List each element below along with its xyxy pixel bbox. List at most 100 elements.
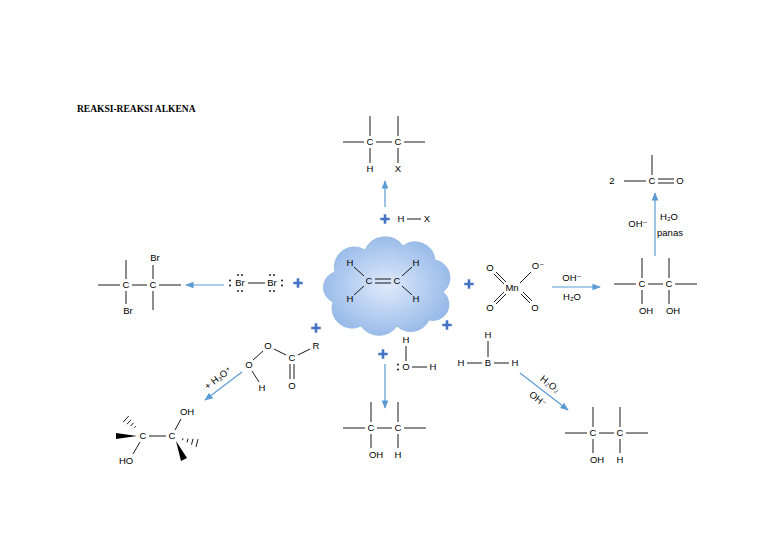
- chem-label: OH⁻: [628, 219, 647, 229]
- chemical-bond: [294, 364, 295, 379]
- chem-label: O⁻: [532, 261, 544, 271]
- chemical-bond: [248, 283, 265, 284]
- chemical-bond: [642, 290, 643, 304]
- chemical-bond: [669, 290, 670, 304]
- chemical-bond: [398, 434, 399, 448]
- cloud-outline: [313, 230, 457, 338]
- chemical-bond: [182, 438, 184, 440]
- wedge-bond: [116, 433, 137, 439]
- chemical-bond: [402, 267, 412, 276]
- chem-label: HO: [119, 456, 133, 466]
- chemical-bond: [370, 116, 371, 136]
- chemical-bond: [494, 363, 509, 364]
- chem-label: H: [367, 164, 374, 174]
- chem-label: C: [666, 279, 673, 289]
- alkene-cloud: HHCCHH: [313, 230, 457, 338]
- chem-label: H: [403, 335, 410, 345]
- lone-pair-dot: [237, 274, 239, 276]
- chem-label: O: [402, 362, 409, 372]
- chemical-bond: [375, 279, 391, 280]
- chem-label: C: [649, 176, 656, 186]
- chemical-bond: [624, 181, 646, 182]
- plus-sign: [293, 214, 474, 359]
- reaction-arrow: [384, 364, 385, 408]
- chemical-bond: [377, 428, 392, 429]
- chemical-bond: [175, 419, 181, 430]
- chem-label: H: [259, 383, 266, 393]
- lone-pair-dot: [397, 369, 399, 371]
- atom-label: C: [366, 276, 373, 286]
- chemical-bond: [467, 363, 482, 364]
- lone-pair-dot: [269, 290, 271, 292]
- atom-label: H: [347, 294, 354, 304]
- chem-label: C: [368, 423, 375, 433]
- lone-pair-dot: [273, 290, 275, 292]
- chem-label: C: [123, 280, 130, 290]
- chemical-bond: [126, 291, 127, 304]
- chem-label: C: [395, 137, 402, 147]
- chemical-bond: [131, 423, 134, 426]
- chem-label: H: [395, 450, 402, 460]
- chemical-bond: [149, 436, 166, 437]
- chem-label: H: [398, 214, 405, 224]
- plus-sign: [464, 279, 474, 289]
- lone-pair-dot: [281, 280, 283, 282]
- chemical-bond: [398, 402, 399, 422]
- chemical-bond: [398, 148, 399, 163]
- chem-label: C: [367, 137, 374, 147]
- chem-label: X: [395, 164, 401, 174]
- lone-pair-dot: [241, 290, 243, 292]
- chem-label: H: [512, 358, 519, 368]
- chemical-bond: [593, 407, 594, 427]
- chem-label: O: [288, 381, 295, 391]
- chem-label: H₂O₂: [539, 373, 562, 394]
- chem-label: + H₃O⁺: [202, 365, 233, 391]
- chemical-bond: [404, 428, 426, 429]
- chem-label: C: [395, 423, 402, 433]
- chem-label: Br: [235, 278, 245, 288]
- lone-pair-dot: [269, 274, 271, 276]
- chemical-bond: [412, 367, 427, 368]
- chemical-bond: [642, 258, 643, 278]
- chemical-bond: [652, 155, 653, 175]
- chem-label: H₂O: [563, 292, 581, 302]
- reaction-arrow: [186, 181, 655, 410]
- chemical-bond: [620, 407, 621, 427]
- chem-label: C: [590, 428, 597, 438]
- atom-label: H: [413, 294, 420, 304]
- chem-label: Mn: [505, 283, 518, 293]
- chemical-bond: [406, 346, 407, 361]
- chem-label: B: [485, 358, 491, 368]
- chemical-bond: [354, 267, 364, 276]
- chemical-bond: [298, 349, 310, 355]
- chem-label: H: [430, 362, 437, 372]
- chemical-bond: [488, 341, 489, 357]
- chem-label: C: [639, 279, 646, 289]
- chemical-bond: [407, 219, 421, 220]
- reaction-arrow: [186, 284, 224, 285]
- chem-label: H: [617, 455, 624, 465]
- chemical-bond: [274, 349, 286, 355]
- chemical-bond: [253, 351, 263, 360]
- atom-label: H: [347, 258, 354, 268]
- chemical-bond: [404, 142, 425, 143]
- chemical-bond: [398, 116, 399, 136]
- chemical-bond: [290, 364, 291, 379]
- chem-label: H: [458, 358, 465, 368]
- chemical-bond: [523, 292, 532, 301]
- lone-pair-dot: [237, 290, 239, 292]
- chemical-bond: [376, 142, 392, 143]
- chemical-bond: [599, 433, 614, 434]
- chemical-bond: [153, 265, 154, 279]
- chem-label: Br: [123, 306, 133, 316]
- chem-label: X: [424, 214, 430, 224]
- chem-label: C: [169, 431, 176, 441]
- plus-sign: [380, 214, 390, 224]
- lone-pair-dot: [229, 280, 231, 282]
- chem-label: C: [150, 280, 157, 290]
- chem-label: H: [485, 330, 492, 340]
- chemical-bond: [658, 179, 674, 180]
- chemical-bond: [187, 439, 188, 443]
- chemical-bond: [132, 285, 147, 286]
